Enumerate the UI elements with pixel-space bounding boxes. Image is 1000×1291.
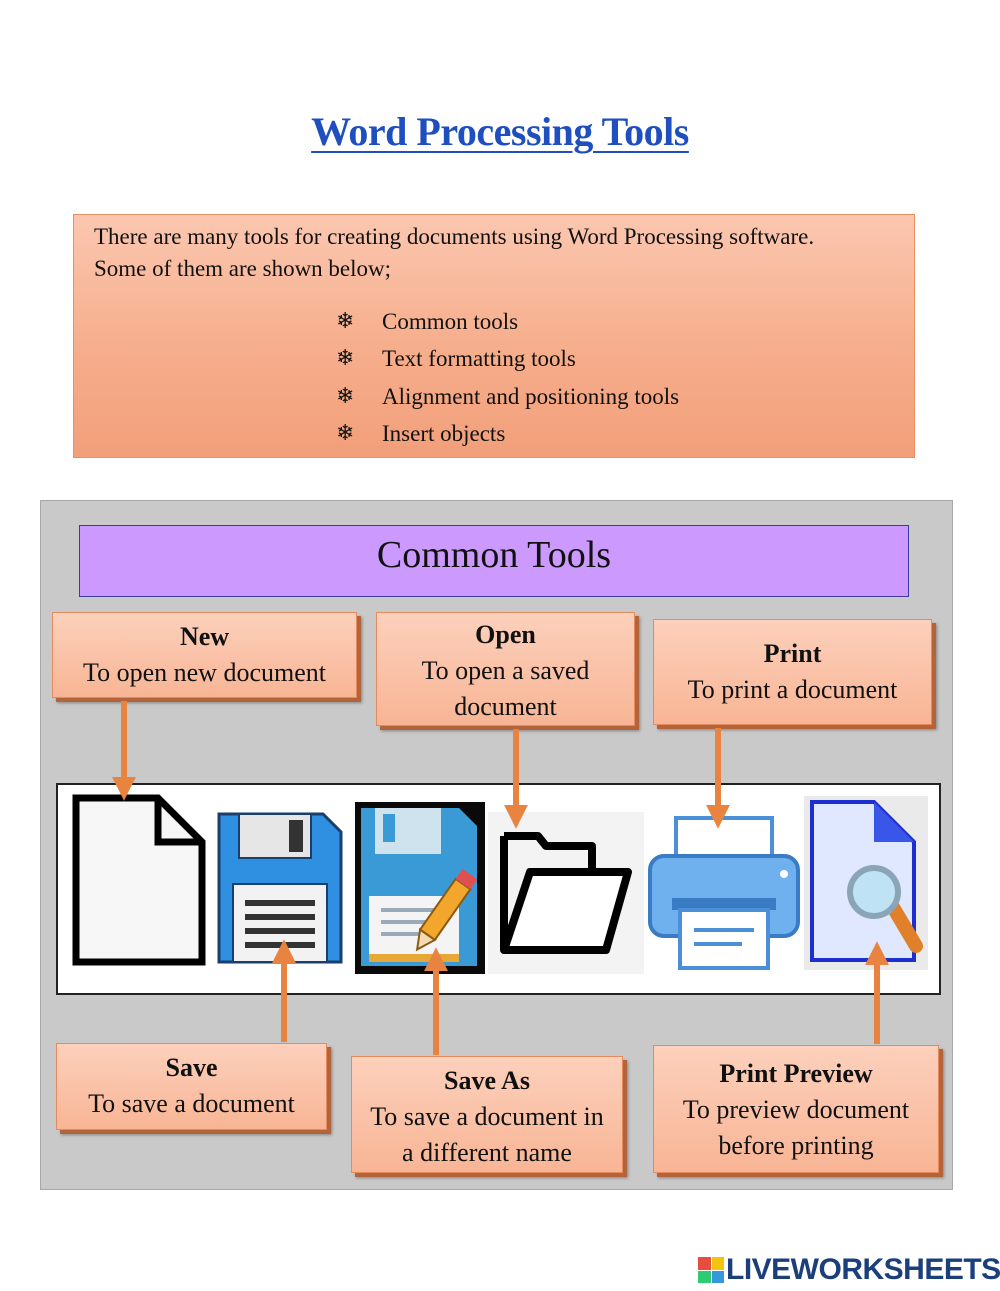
intro-box: There are many tools for creating docume…: [73, 214, 915, 458]
intro-line-2: Some of them are shown below;: [94, 256, 392, 281]
common-tools-heading: Common Tools: [79, 525, 909, 597]
intro-text: There are many tools for creating docume…: [94, 221, 910, 285]
tool-description: To open new document: [83, 658, 326, 687]
page-title: Word Processing Tools: [311, 109, 689, 154]
tool-name: Save: [165, 1053, 218, 1082]
print-preview-magnifier-icon: [804, 796, 928, 970]
snowflake-bullet-icon: ❄: [336, 308, 355, 334]
tool-category-list: ❄Common tools ❄Text formatting tools ❄Al…: [336, 303, 679, 453]
footer-brand: LIVEWORKSHEETS: [698, 1252, 1000, 1288]
print-tool-label: Print To print a document: [653, 619, 932, 725]
list-item: ❄Text formatting tools: [336, 341, 679, 379]
list-item: ❄Common tools: [336, 303, 679, 341]
snowflake-bullet-icon: ❄: [336, 421, 355, 447]
save-tool-label: Save To save a document: [56, 1043, 327, 1130]
print-preview-tool-label: Print Preview To preview document before…: [653, 1045, 939, 1173]
tool-description: To save a document: [88, 1089, 295, 1118]
snowflake-bullet-icon: ❄: [336, 383, 355, 409]
new-document-icon: [72, 794, 206, 966]
save-as-floppy-pencil-icon: [355, 802, 485, 974]
save-floppy-icon: [217, 812, 343, 964]
list-item: ❄Alignment and positioning tools: [336, 378, 679, 416]
snowflake-bullet-icon: ❄: [336, 346, 355, 372]
tool-description: To save a document in a different name: [370, 1102, 604, 1167]
open-folder-icon: [488, 812, 644, 974]
new-tool-label: New To open new document: [52, 612, 357, 698]
tool-name: New: [179, 622, 230, 651]
tool-name: Save As: [444, 1066, 530, 1095]
save-as-tool-label: Save As To save a document in a differen…: [351, 1056, 623, 1173]
intro-line-1: There are many tools for creating docume…: [94, 224, 815, 249]
tool-name: Print Preview: [719, 1059, 873, 1088]
brand-name: LIVEWORKSHEETS: [726, 1253, 1000, 1286]
tool-description: To open a saved document: [421, 656, 590, 721]
tool-name: Print: [763, 639, 822, 668]
open-tool-label: Open To open a saved document: [376, 612, 635, 726]
list-item: ❄Insert objects: [336, 416, 679, 454]
tool-name: Open: [475, 620, 536, 649]
tool-description: To preview document before printing: [682, 1095, 910, 1160]
liveworksheets-logo-icon: [698, 1257, 724, 1283]
printer-icon: [648, 816, 800, 970]
tool-description: To print a document: [687, 675, 898, 704]
